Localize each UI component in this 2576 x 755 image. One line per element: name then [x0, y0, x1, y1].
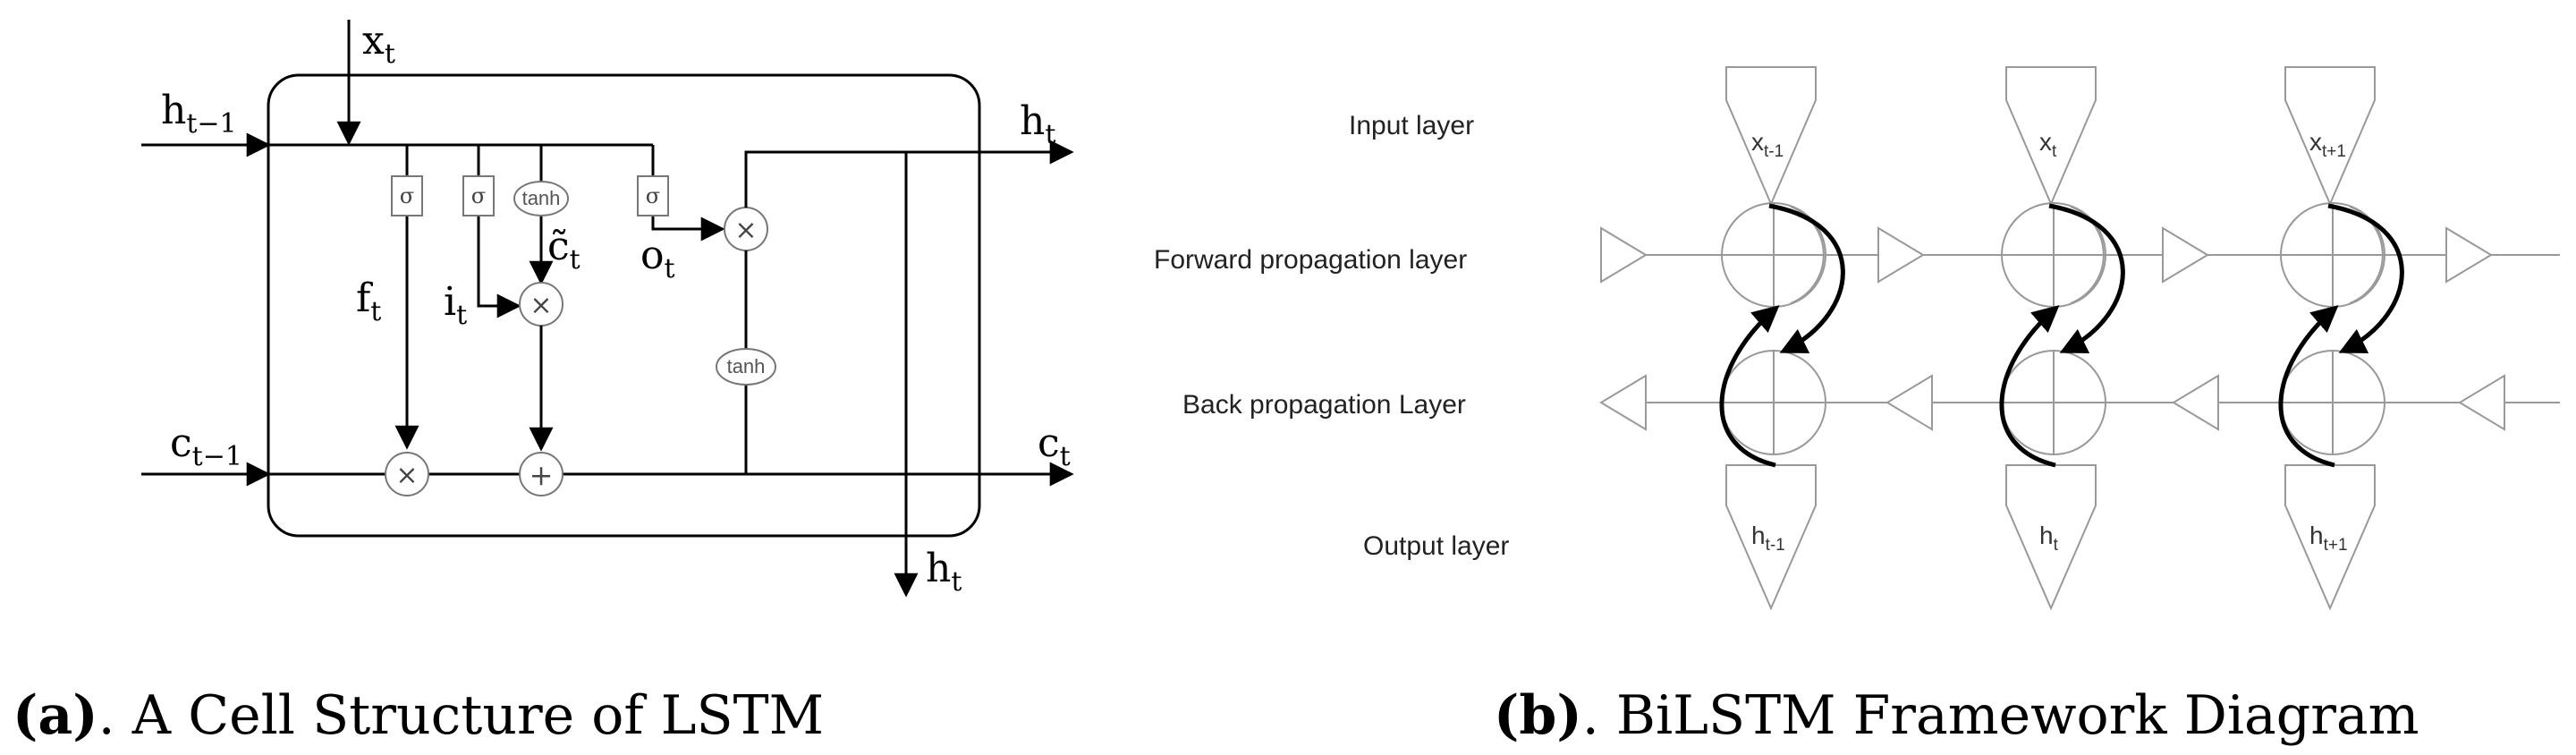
input-gate-label: it [444, 279, 467, 331]
forward-arrow-1 [1600, 226, 1648, 284]
lstm-cell-box [267, 73, 981, 538]
forward-arrow-4 [2445, 226, 2493, 284]
caption-b: (b). BiLSTM Framework Diagram [1494, 684, 2419, 747]
cell-add-symbol: + [530, 458, 554, 492]
x-input-label: xt [362, 18, 395, 70]
h-out-path [744, 140, 1074, 208]
input-layer-label: Input layer [1349, 111, 1474, 140]
forward-layer-label: Forward propagation layer [1154, 245, 1467, 275]
backward-arrow-3 [2172, 374, 2219, 431]
output-layer-label: Output layer [1363, 531, 1509, 561]
input-x-t: xt [2039, 128, 2057, 161]
input-funnel-1 [1725, 66, 1817, 207]
output-h-t: ht [2039, 522, 2059, 555]
bilstm-column-t-minus-1: xt-1 ht-1 [1719, 66, 1845, 611]
backward-to-forward-arrow-3 [2278, 305, 2339, 468]
input-funnel-3 [2284, 66, 2376, 207]
candidate-label: c̃t [547, 224, 580, 276]
bilstm-column-t-plus-1: xt+1 ht+1 [2278, 66, 2404, 611]
output-funnel-1 [1725, 464, 1817, 611]
output-h-tminus1: ht-1 [1751, 522, 1785, 555]
backward-layer-label: Back propagation Layer [1182, 390, 1466, 420]
input-funnel-2 [2005, 66, 2097, 207]
h-prev-label: ht−1 [161, 88, 237, 140]
forward-arrow-2 [1877, 226, 1925, 284]
forget-sigma-symbol: σ [400, 183, 414, 208]
c-prev-label: ct−1 [170, 420, 242, 472]
candidate-tanh-label: tanh [522, 187, 561, 209]
forward-arrow-3 [2162, 226, 2209, 284]
input-sigma-box [462, 175, 495, 216]
backward-to-forward-arrow-2 [1999, 305, 2060, 468]
forward-to-backward-arrow-3 [2327, 203, 2404, 353]
backward-arrow-2 [1885, 374, 1933, 431]
backward-arrow-1 [1599, 374, 1647, 431]
input-x-tminus1: xt-1 [1751, 128, 1784, 161]
output-funnel-3 [2284, 464, 2376, 611]
forward-to-backward-arrow-2 [2048, 203, 2125, 353]
input-multiply-symbol: × [530, 290, 552, 321]
output-gate-label: ot [640, 233, 675, 284]
candidate-tanh-node [513, 181, 569, 216]
forward-to-backward-arrow-1 [1768, 203, 1845, 353]
caption-a: (a). A Cell Structure of LSTM [13, 684, 824, 747]
output-gate-line [651, 145, 725, 242]
forget-gate-label: ft [356, 276, 381, 327]
input-sigma-symbol: σ [471, 183, 486, 208]
output-sigma-box [637, 175, 669, 216]
input-x-tplus1: xt+1 [2309, 128, 2346, 161]
forget-multiply-symbol: × [395, 460, 418, 491]
output-tanh-node [716, 348, 776, 386]
output-multiply-symbol: × [734, 215, 757, 246]
c-out-label: ct [1038, 420, 1071, 472]
bilstm-diagram: Input layer Forward propagation layer Ba… [1154, 66, 2560, 747]
backward-arrow-4 [2458, 374, 2505, 431]
bilstm-column-t: xt ht [1999, 66, 2125, 611]
output-h-tplus1: ht+1 [2309, 522, 2348, 555]
input-gate-line [477, 145, 521, 318]
cell-add-node [519, 452, 564, 496]
backward-to-forward-arrow-1 [1719, 305, 1780, 468]
lstm-cell-diagram: xt ht−1 ct−1 ct σ ft × σ it tanh c̃t × [13, 18, 1074, 747]
output-funnel-2 [2005, 464, 2097, 611]
h-out-right-label: ht [1020, 98, 1055, 150]
forget-multiply-node [385, 452, 429, 496]
output-tanh-label: tanh [727, 355, 766, 378]
output-sigma-symbol: σ [646, 183, 660, 208]
h-out-bottom-label: ht [926, 546, 962, 598]
forget-sigma-box [391, 175, 423, 216]
